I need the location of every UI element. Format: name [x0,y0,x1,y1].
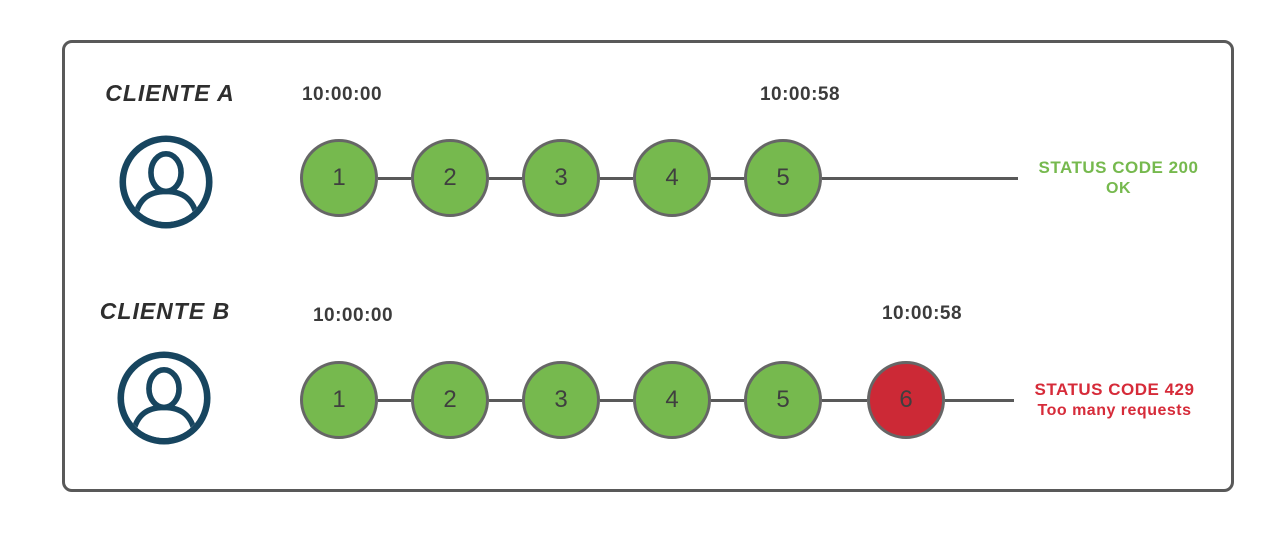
request-number: 4 [665,164,679,191]
request-node: 1 [300,139,378,217]
request-number: 4 [665,386,679,413]
status-code-429: STATUS CODE 429 Too many requests [1022,379,1207,421]
request-node: 2 [411,361,489,439]
request-node-rejected: 6 [867,361,945,439]
client-b-start-time: 10:00:00 [312,305,394,326]
connector-line [711,398,744,402]
request-node: 4 [633,139,711,217]
client-a-end-time: 10:00:58 [759,84,841,105]
request-number: 5 [776,386,790,413]
status-code-text: STATUS CODE 429 [1034,380,1195,399]
connector-line [489,176,522,180]
user-avatar-icon [117,351,211,445]
request-node: 5 [744,139,822,217]
client-a-start-time: 10:00:00 [301,84,383,105]
request-node: 2 [411,139,489,217]
request-node: 1 [300,361,378,439]
status-code-text: STATUS CODE 200 [1038,158,1199,177]
connector-line [378,176,411,180]
request-number: 2 [443,164,457,191]
connector-line [600,398,633,402]
connector-line [822,398,867,402]
connector-line [945,398,1014,402]
connector-line [489,398,522,402]
status-message-text: OK [1106,180,1131,197]
request-number: 2 [443,386,457,413]
client-b-label: CLIENTE B [99,298,231,324]
request-node: 3 [522,361,600,439]
connector-line [600,176,633,180]
connector-line [378,398,411,402]
request-number: 5 [776,164,790,191]
request-number: 3 [554,386,568,413]
request-node: 3 [522,139,600,217]
request-number: 6 [899,386,913,413]
request-node: 4 [633,361,711,439]
client-a-request-timeline: 1 2 3 4 5 STATUS CODE 200 OK [300,139,1211,217]
request-number: 1 [332,386,346,413]
status-message-text: Too many requests [1037,402,1192,419]
status-code-200: STATUS CODE 200 OK [1026,157,1211,199]
user-avatar-icon [119,135,213,229]
client-b-request-timeline: 1 2 3 4 5 6 STATUS CODE 429 Too many req… [300,361,1207,439]
client-a-label: CLIENTE A [105,80,235,106]
request-number: 3 [554,164,568,191]
connector-line [822,176,1018,180]
request-number: 1 [332,164,346,191]
connector-line [711,176,744,180]
request-node: 5 [744,361,822,439]
client-b-end-time: 10:00:58 [881,303,963,324]
